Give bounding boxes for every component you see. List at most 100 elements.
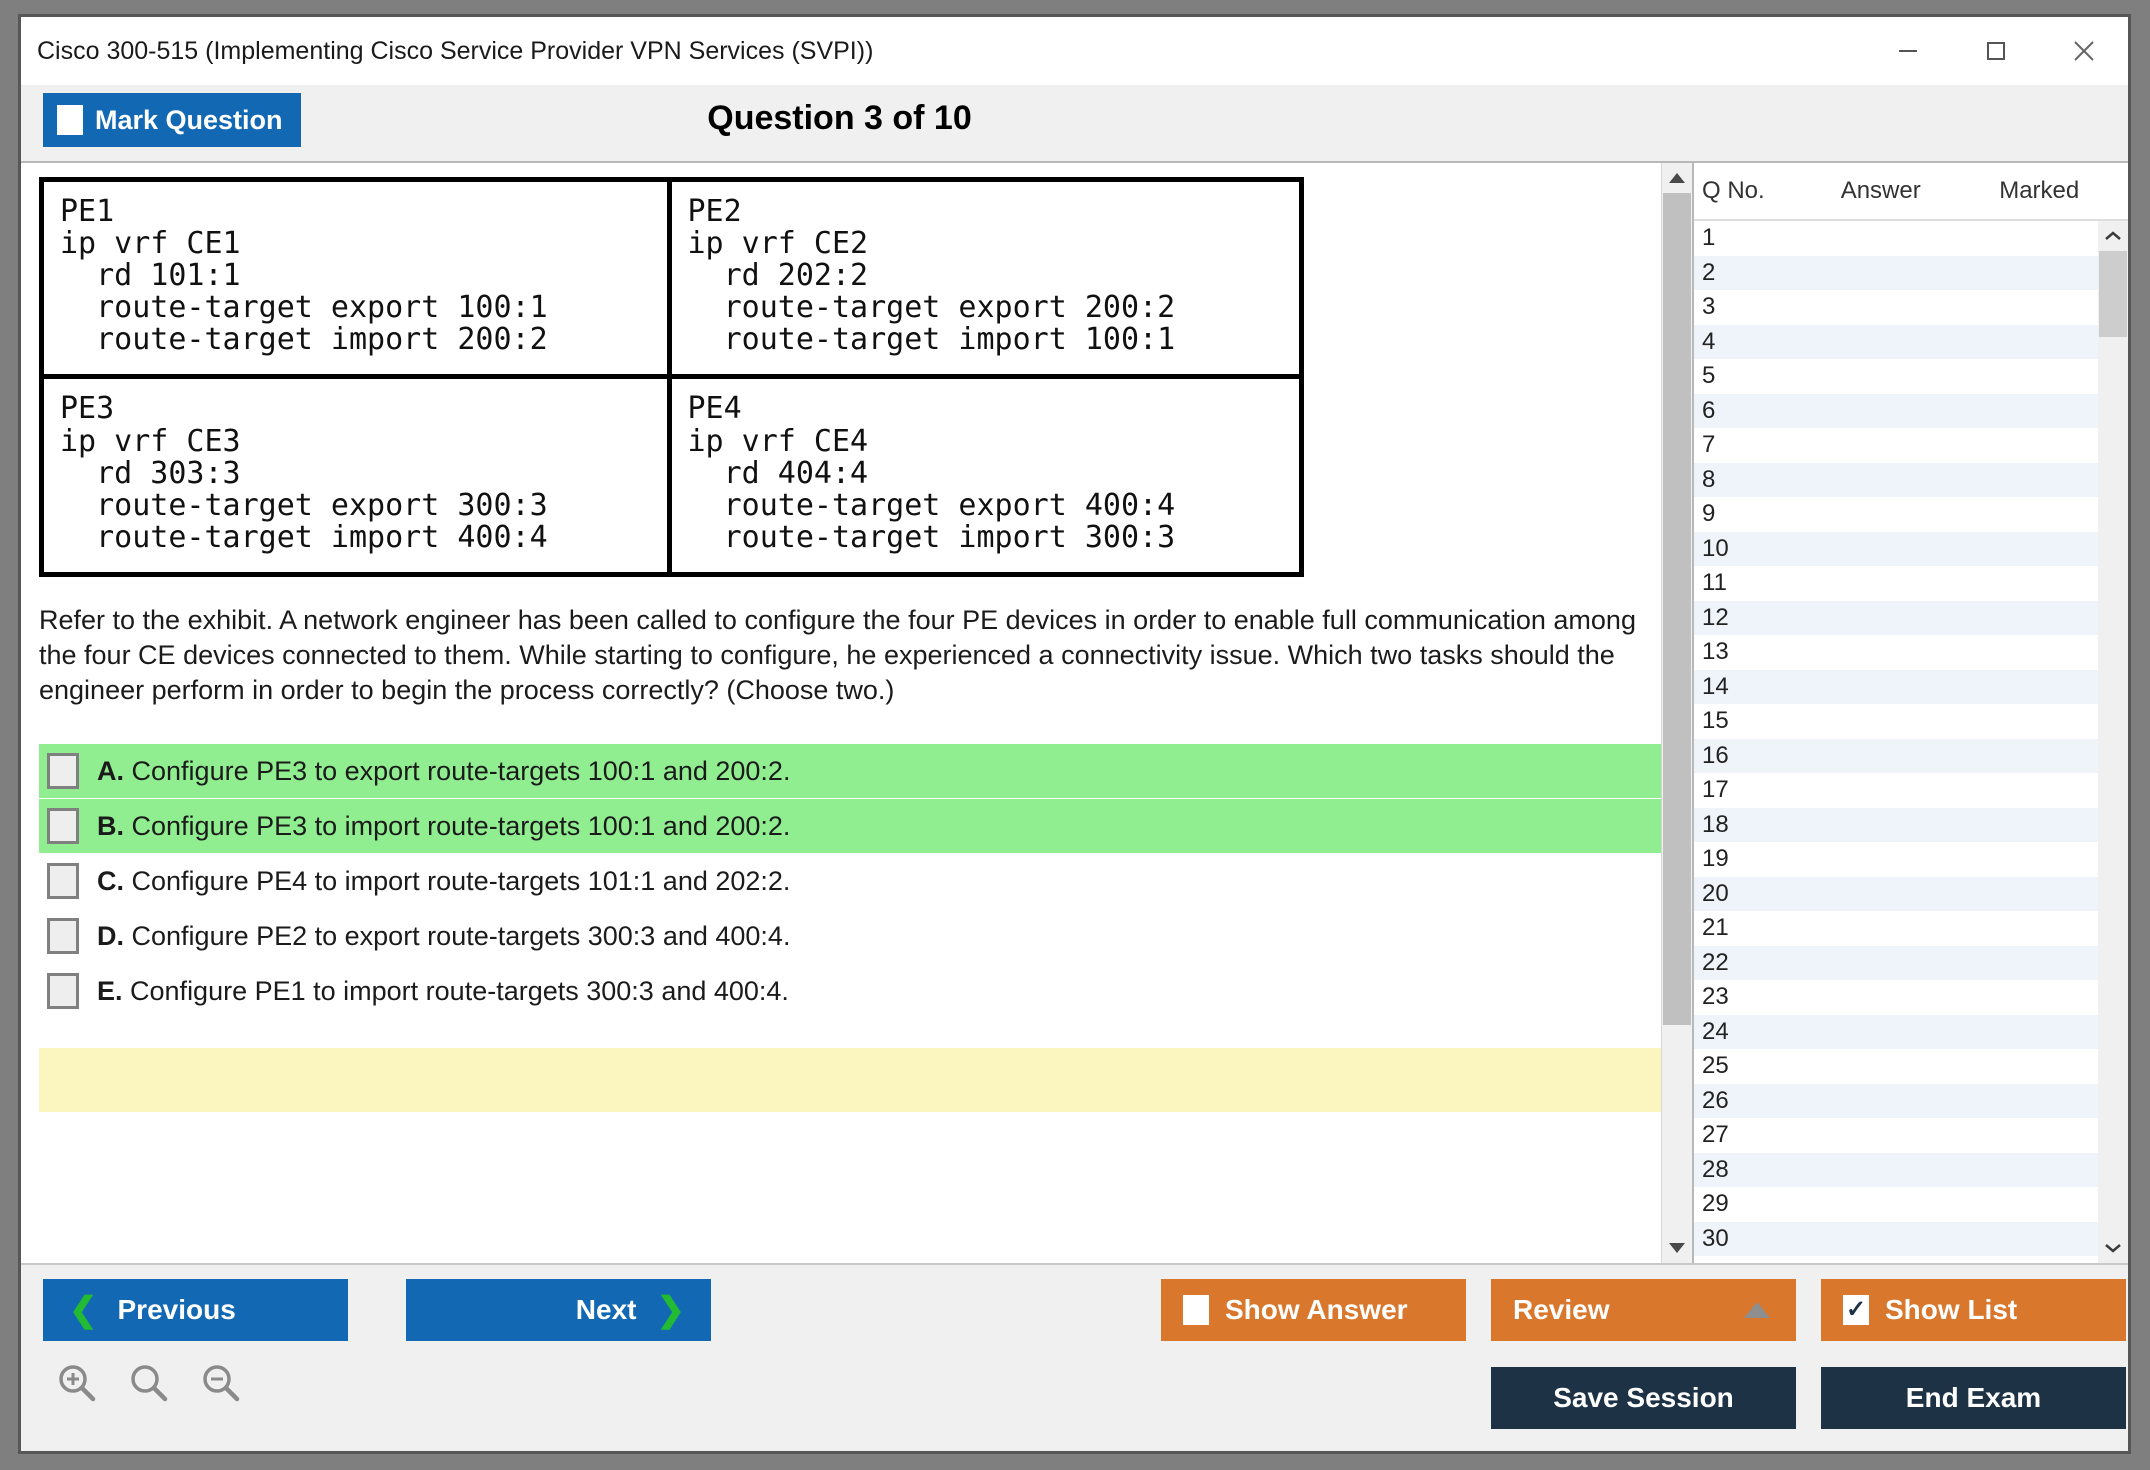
answer-option-checkbox[interactable] bbox=[47, 808, 79, 845]
question-list-row[interactable]: 18 bbox=[1694, 807, 2098, 842]
zoom-out-icon[interactable] bbox=[199, 1361, 243, 1405]
maximize-button[interactable] bbox=[1952, 20, 2040, 82]
close-button[interactable] bbox=[2040, 20, 2128, 82]
answer-option-d[interactable]: D. Configure PE2 to export route-targets… bbox=[39, 909, 1661, 963]
exhibit-row-bottom: PE3 ip vrf CE3 rd 303:3 route-target exp… bbox=[44, 379, 1299, 572]
answer-option-text: Configure PE4 to import route-targets 10… bbox=[131, 865, 791, 896]
explanation-band bbox=[39, 1048, 1661, 1113]
chevron-up-icon bbox=[2105, 231, 2121, 240]
content-scroll-thumb[interactable] bbox=[1663, 193, 1691, 1025]
exhibit-block-pe1: PE1 ip vrf CE1 rd 101:1 route-target exp… bbox=[44, 182, 672, 375]
question-list-row[interactable]: 11 bbox=[1694, 566, 2098, 601]
question-list-row[interactable]: 25 bbox=[1694, 1049, 2098, 1084]
answer-option-c[interactable]: C. Configure PE4 to import route-targets… bbox=[39, 854, 1661, 908]
question-list-number: 1 bbox=[1702, 224, 1716, 252]
question-list-row[interactable]: 14 bbox=[1694, 669, 2098, 704]
answer-option-checkbox[interactable] bbox=[47, 918, 79, 955]
column-header-answer: Answer bbox=[1840, 177, 1921, 204]
question-list-row[interactable]: 9 bbox=[1694, 497, 2098, 532]
question-list-row[interactable]: 5 bbox=[1694, 359, 2098, 394]
answer-option-text: Configure PE3 to export route-targets 10… bbox=[131, 755, 791, 786]
answer-option-checkbox[interactable] bbox=[47, 753, 79, 790]
zoom-reset-icon[interactable] bbox=[127, 1361, 171, 1405]
question-list-row[interactable]: 24 bbox=[1694, 1014, 2098, 1049]
question-list-row[interactable]: 28 bbox=[1694, 1152, 2098, 1187]
question-list-row[interactable]: 27 bbox=[1694, 1118, 2098, 1153]
content-scroll-up-button[interactable] bbox=[1662, 163, 1692, 193]
question-list-row[interactable]: 10 bbox=[1694, 531, 2098, 566]
show-answer-button[interactable]: Show Answer bbox=[1161, 1279, 1466, 1341]
question-list-row[interactable]: 6 bbox=[1694, 393, 2098, 428]
exhibit-block-pe2: PE2 ip vrf CE2 rd 202:2 route-target exp… bbox=[687, 194, 1176, 358]
show-list-checkbox[interactable]: ✓ bbox=[1843, 1295, 1869, 1325]
list-scroll-thumb[interactable] bbox=[2099, 251, 2127, 337]
question-list-number: 17 bbox=[1702, 776, 1729, 804]
question-list-scrollbar[interactable] bbox=[2098, 221, 2128, 1263]
save-session-button[interactable]: Save Session bbox=[1491, 1367, 1796, 1429]
content-scrollbar[interactable] bbox=[1661, 163, 1692, 1263]
question-list-number: 14 bbox=[1702, 672, 1729, 700]
question-list-number: 5 bbox=[1702, 362, 1716, 390]
question-list-row[interactable]: 8 bbox=[1694, 462, 2098, 497]
content-scroll-track[interactable] bbox=[1662, 193, 1692, 1233]
question-list-row[interactable]: 29 bbox=[1694, 1187, 2098, 1222]
question-list-number: 12 bbox=[1702, 603, 1729, 631]
question-list-row[interactable]: 16 bbox=[1694, 738, 2098, 773]
question-list-row[interactable]: 26 bbox=[1694, 1083, 2098, 1118]
page-title: Question 3 of 10 bbox=[707, 99, 972, 137]
question-list-row[interactable]: 3 bbox=[1694, 290, 2098, 325]
question-list-number: 16 bbox=[1702, 741, 1729, 769]
zoom-in-icon[interactable] bbox=[55, 1361, 99, 1405]
chevron-down-icon bbox=[1669, 1243, 1685, 1253]
next-button[interactable]: Next ❯ bbox=[406, 1279, 711, 1341]
question-list-number: 28 bbox=[1702, 1155, 1729, 1183]
question-list-number: 2 bbox=[1702, 258, 1716, 286]
question-list-number: 3 bbox=[1702, 293, 1716, 321]
exhibit-image: PE1 ip vrf CE1 rd 101:1 route-target exp… bbox=[39, 177, 1304, 577]
exam-footer: ❮ Previous Next ❯ Show Answer Review ✓ S… bbox=[21, 1263, 2128, 1451]
show-answer-checkbox[interactable] bbox=[1183, 1295, 1209, 1325]
answer-option-checkbox[interactable] bbox=[47, 973, 79, 1010]
question-list-row[interactable]: 19 bbox=[1694, 842, 2098, 877]
question-list-number: 13 bbox=[1702, 638, 1729, 666]
question-list-number: 7 bbox=[1702, 431, 1716, 459]
exhibit-block-pe3: PE3 ip vrf CE3 rd 303:3 route-target exp… bbox=[44, 379, 672, 572]
minimize-button[interactable] bbox=[1864, 20, 1952, 82]
list-scroll-track[interactable] bbox=[2098, 251, 2128, 1233]
maximize-icon bbox=[1987, 42, 2005, 60]
question-list-row[interactable]: 12 bbox=[1694, 600, 2098, 635]
question-list-row[interactable]: 30 bbox=[1694, 1221, 2098, 1256]
list-scroll-down-button[interactable] bbox=[2098, 1233, 2128, 1263]
question-list-row[interactable]: 20 bbox=[1694, 876, 2098, 911]
question-list-row[interactable]: 2 bbox=[1694, 255, 2098, 290]
minimize-icon bbox=[1899, 50, 1917, 52]
question-list-row[interactable]: 21 bbox=[1694, 911, 2098, 946]
answer-option-text: Configure PE2 to export route-targets 30… bbox=[131, 920, 791, 951]
mark-question-button[interactable]: Mark Question bbox=[43, 93, 301, 147]
show-list-button[interactable]: ✓ Show List bbox=[1821, 1279, 2126, 1341]
question-list-row[interactable]: 1 bbox=[1694, 221, 2098, 256]
question-list-row[interactable]: 22 bbox=[1694, 945, 2098, 980]
end-exam-button[interactable]: End Exam bbox=[1821, 1367, 2126, 1429]
answer-options: A. Configure PE3 to export route-targets… bbox=[39, 744, 1661, 1018]
answer-option-e[interactable]: E. Configure PE1 to import route-targets… bbox=[39, 964, 1661, 1018]
list-scroll-up-button[interactable] bbox=[2098, 221, 2128, 251]
question-list-row[interactable]: 4 bbox=[1694, 324, 2098, 359]
question-list-number: 24 bbox=[1702, 1017, 1729, 1045]
question-list-row[interactable]: 13 bbox=[1694, 635, 2098, 670]
answer-option-a[interactable]: A. Configure PE3 to export route-targets… bbox=[39, 744, 1661, 799]
question-list-number: 9 bbox=[1702, 500, 1716, 528]
question-list-row[interactable]: 15 bbox=[1694, 704, 2098, 739]
content-scroll-down-button[interactable] bbox=[1662, 1233, 1692, 1263]
question-list-row[interactable]: 17 bbox=[1694, 773, 2098, 808]
answer-option-b[interactable]: B. Configure PE3 to import route-targets… bbox=[39, 799, 1661, 854]
answer-option-checkbox[interactable] bbox=[47, 863, 79, 900]
previous-button[interactable]: ❮ Previous bbox=[43, 1279, 348, 1341]
question-list-row[interactable]: 7 bbox=[1694, 428, 2098, 463]
review-dropdown-button[interactable]: Review bbox=[1491, 1279, 1796, 1341]
question-list-row[interactable]: 23 bbox=[1694, 980, 2098, 1015]
chevron-right-icon: ❯ bbox=[656, 1291, 686, 1329]
mark-question-checkbox[interactable] bbox=[57, 105, 83, 135]
question-stem: Refer to the exhibit. A network engineer… bbox=[39, 604, 1636, 706]
